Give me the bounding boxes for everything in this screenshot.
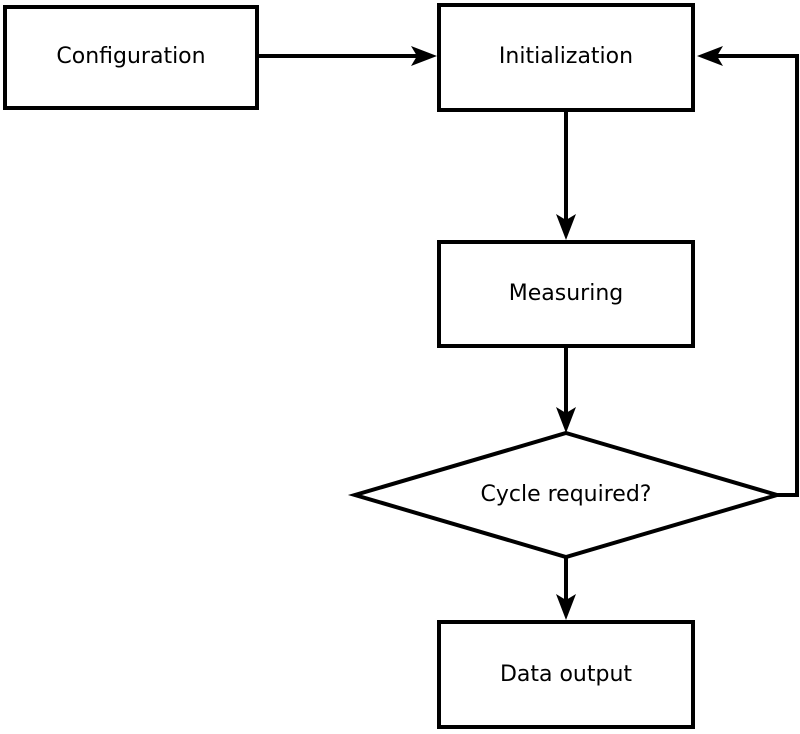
edge-configuration-to-initialization <box>259 46 437 66</box>
node-initialization[interactable]: Initialization <box>437 3 695 112</box>
arrowhead-icon <box>411 46 437 66</box>
edge-line <box>715 54 799 497</box>
node-measuring-shape[interactable] <box>437 240 695 348</box>
node-measuring[interactable]: Measuring <box>437 240 695 348</box>
arrowhead-icon <box>556 407 576 433</box>
arrowhead-icon <box>697 46 723 66</box>
edge-measuring-to-cycle-required <box>556 348 576 433</box>
node-configuration-shape[interactable] <box>3 5 259 110</box>
node-initialization-label: Initialization <box>499 44 633 69</box>
node-data-output-shape[interactable] <box>437 620 695 729</box>
edge-initialization-to-measuring <box>556 112 576 240</box>
node-data-output-label: Data output <box>500 662 632 687</box>
node-configuration-label: Configuration <box>56 44 205 69</box>
edge-cycle-required-to-data-output <box>556 557 576 620</box>
arrowhead-icon <box>556 214 576 240</box>
node-measuring-label: Measuring <box>509 281 623 306</box>
node-cycle-required-label: Cycle required? <box>481 482 652 507</box>
node-cycle-required-shape[interactable] <box>347 430 785 560</box>
arrowhead-icon <box>556 594 576 620</box>
node-initialization-shape[interactable] <box>437 3 695 112</box>
node-configuration[interactable]: Configuration <box>3 5 259 110</box>
node-cycle-required[interactable]: Cycle required? <box>347 430 785 560</box>
node-data-output[interactable]: Data output <box>437 620 695 729</box>
edge-cycle-required-to-initialization-feedback <box>697 46 799 497</box>
